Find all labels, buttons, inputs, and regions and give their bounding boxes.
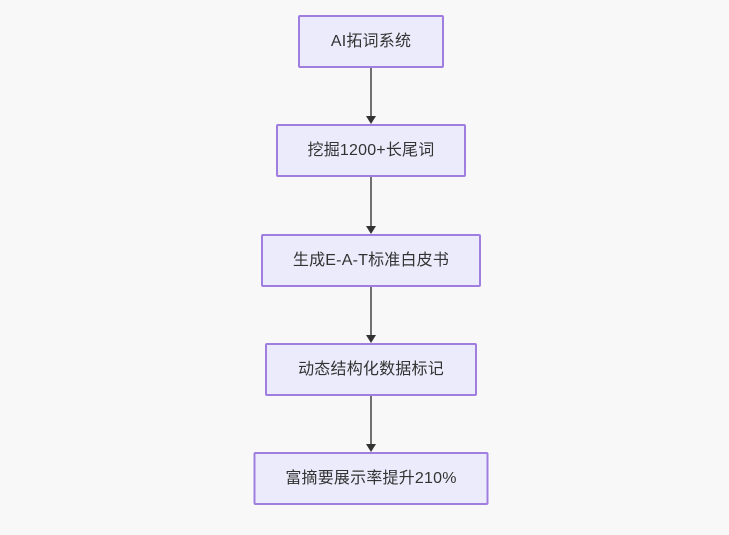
connector-n1-n2	[365, 68, 377, 124]
flow-node-n3[interactable]: 生成E-A-T标准白皮书	[261, 234, 481, 287]
arrowhead-icon	[366, 226, 376, 234]
flow-node-n4[interactable]: 动态结构化数据标记	[265, 343, 477, 396]
connector-line	[370, 396, 372, 446]
arrowhead-icon	[366, 116, 376, 124]
connector-line	[370, 287, 372, 337]
flow-node-label: 富摘要展示率提升210%	[285, 469, 457, 487]
connector-n2-n3	[365, 177, 377, 234]
flow-node-label: 生成E-A-T标准白皮书	[292, 251, 450, 269]
connector-line	[370, 177, 372, 228]
connector-line	[370, 68, 372, 118]
flow-node-n2[interactable]: 挖掘1200+长尾词	[276, 124, 466, 177]
flow-node-label: 动态结构化数据标记	[298, 360, 444, 378]
flow-node-n5[interactable]: 富摘要展示率提升210%	[253, 452, 489, 505]
connector-n4-n5	[365, 396, 377, 452]
flow-node-n1[interactable]: AI拓词系统	[298, 15, 444, 68]
connector-n3-n4	[365, 287, 377, 343]
arrowhead-icon	[366, 444, 376, 452]
flow-node-label: 挖掘1200+长尾词	[307, 141, 435, 159]
flow-node-label: AI拓词系统	[330, 32, 412, 50]
arrowhead-icon	[366, 335, 376, 343]
